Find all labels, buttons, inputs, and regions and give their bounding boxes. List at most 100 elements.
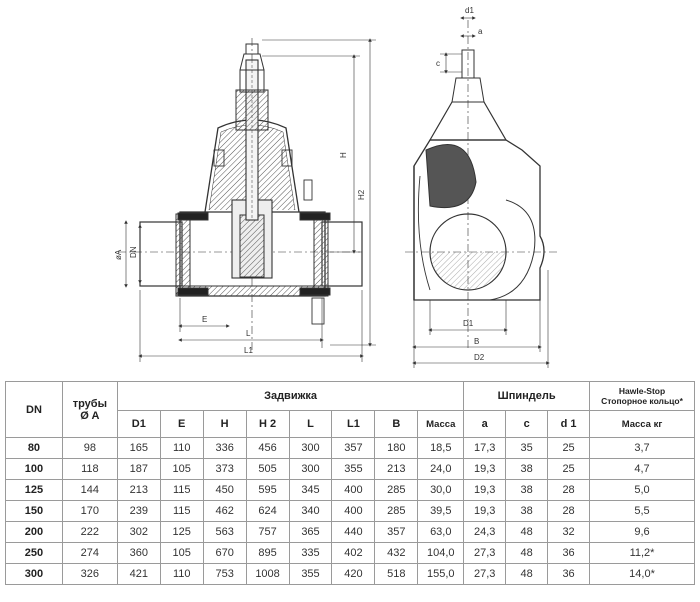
header-hawle-line1: Hawle-Stop: [618, 386, 666, 396]
cell-dn: 200: [5, 521, 63, 543]
cell-a: 326: [61, 563, 118, 585]
cell-dn: 150: [5, 500, 63, 522]
cell-dn: 300: [5, 563, 63, 585]
cell-sa: 19,3: [463, 458, 507, 480]
cell-l1: 402: [331, 542, 376, 564]
cell-hmass: 11,2*: [589, 542, 695, 564]
cell-h2: 895: [245, 542, 290, 564]
cell-e: 110: [159, 563, 204, 585]
cell-h2: 595: [245, 479, 290, 501]
cell-l1: 400: [331, 500, 376, 522]
cell-sc: 38: [505, 500, 549, 522]
cell-sd1: 25: [547, 437, 591, 459]
cell-h: 450: [202, 479, 247, 501]
cell-dn: 100: [5, 458, 63, 480]
side-dimensions: [412, 16, 550, 368]
cell-mass: 18,5: [417, 437, 465, 459]
cell-h: 563: [202, 521, 247, 543]
col-header-L1: L1: [331, 410, 376, 438]
col-header-B: B: [374, 410, 419, 438]
col-header-mass: Масса: [417, 410, 465, 438]
cell-sa: 19,3: [463, 500, 507, 522]
cell-l1: 355: [331, 458, 376, 480]
header-spindle-group: Шпиндель: [463, 381, 591, 411]
cell-e: 105: [159, 542, 204, 564]
side-section-view: [405, 20, 560, 350]
cell-h2: 624: [245, 500, 290, 522]
col-header-hawle-mass: Масса кг: [589, 410, 695, 438]
cell-e: 105: [159, 458, 204, 480]
cell-l1: 400: [331, 479, 376, 501]
col-header-a: a: [463, 410, 507, 438]
cell-h: 462: [202, 500, 247, 522]
cell-d1: 165: [116, 437, 161, 459]
cell-sc: 38: [505, 479, 549, 501]
cell-l: 300: [288, 437, 333, 459]
cell-h: 753: [202, 563, 247, 585]
col-header-E: E: [159, 410, 204, 438]
dim-label-d1: d1: [465, 6, 474, 15]
cell-hmass: 4,7: [589, 458, 695, 480]
cell-h: 670: [202, 542, 247, 564]
cell-hmass: 5,0: [589, 479, 695, 501]
dim-label-D1: D1: [463, 319, 474, 328]
cell-e: 115: [159, 500, 204, 522]
cell-sd1: 28: [547, 500, 591, 522]
cell-h2: 456: [245, 437, 290, 459]
cell-sc: 48: [505, 521, 549, 543]
cell-sc: 48: [505, 563, 549, 585]
cell-sd1: 36: [547, 542, 591, 564]
cell-sd1: 28: [547, 479, 591, 501]
col-header-d1: d 1: [547, 410, 591, 438]
cell-d1: 421: [116, 563, 161, 585]
cell-sd1: 25: [547, 458, 591, 480]
cell-dn: 250: [5, 542, 63, 564]
cell-sc: 38: [505, 458, 549, 480]
cell-b: 213: [374, 458, 419, 480]
dim-label-DN: DN: [129, 246, 138, 258]
cell-b: 432: [374, 542, 419, 564]
cell-l: 300: [288, 458, 333, 480]
cell-a: 274: [61, 542, 118, 564]
cell-e: 125: [159, 521, 204, 543]
cell-l1: 357: [331, 437, 376, 459]
cell-hmass: 14,0*: [589, 563, 695, 585]
cell-b: 357: [374, 521, 419, 543]
cell-l: 365: [288, 521, 333, 543]
cell-mass: 104,0: [417, 542, 465, 564]
header-hawle-line2: Стопорное кольцо*: [601, 396, 683, 406]
header-valve-group: Задвижка: [116, 381, 465, 411]
cell-d1: 187: [116, 458, 161, 480]
cell-sa: 17,3: [463, 437, 507, 459]
cell-d1: 239: [116, 500, 161, 522]
col-header-c: c: [505, 410, 549, 438]
cell-mass: 24,0: [417, 458, 465, 480]
cell-h: 373: [202, 458, 247, 480]
dim-label-B: B: [474, 337, 479, 346]
cell-sa: 27,3: [463, 542, 507, 564]
cell-sa: 19,3: [463, 479, 507, 501]
cell-b: 285: [374, 500, 419, 522]
cell-hmass: 5,5: [589, 500, 695, 522]
dim-label-L1: L1: [244, 346, 253, 355]
header-dn: DN: [5, 381, 63, 438]
header-hawle: Hawle-Stop Стопорное кольцо*: [589, 381, 695, 411]
cell-d1: 213: [116, 479, 161, 501]
cell-dn: 125: [5, 479, 63, 501]
cell-a: 144: [61, 479, 118, 501]
cell-l: 335: [288, 542, 333, 564]
cell-mass: 155,0: [417, 563, 465, 585]
cell-a: 98: [61, 437, 118, 459]
cell-sd1: 32: [547, 521, 591, 543]
cell-dn: 80: [5, 437, 63, 459]
cell-sc: 35: [505, 437, 549, 459]
cell-h: 336: [202, 437, 247, 459]
dim-label-phiA: øA: [114, 249, 123, 260]
cell-a: 222: [61, 521, 118, 543]
